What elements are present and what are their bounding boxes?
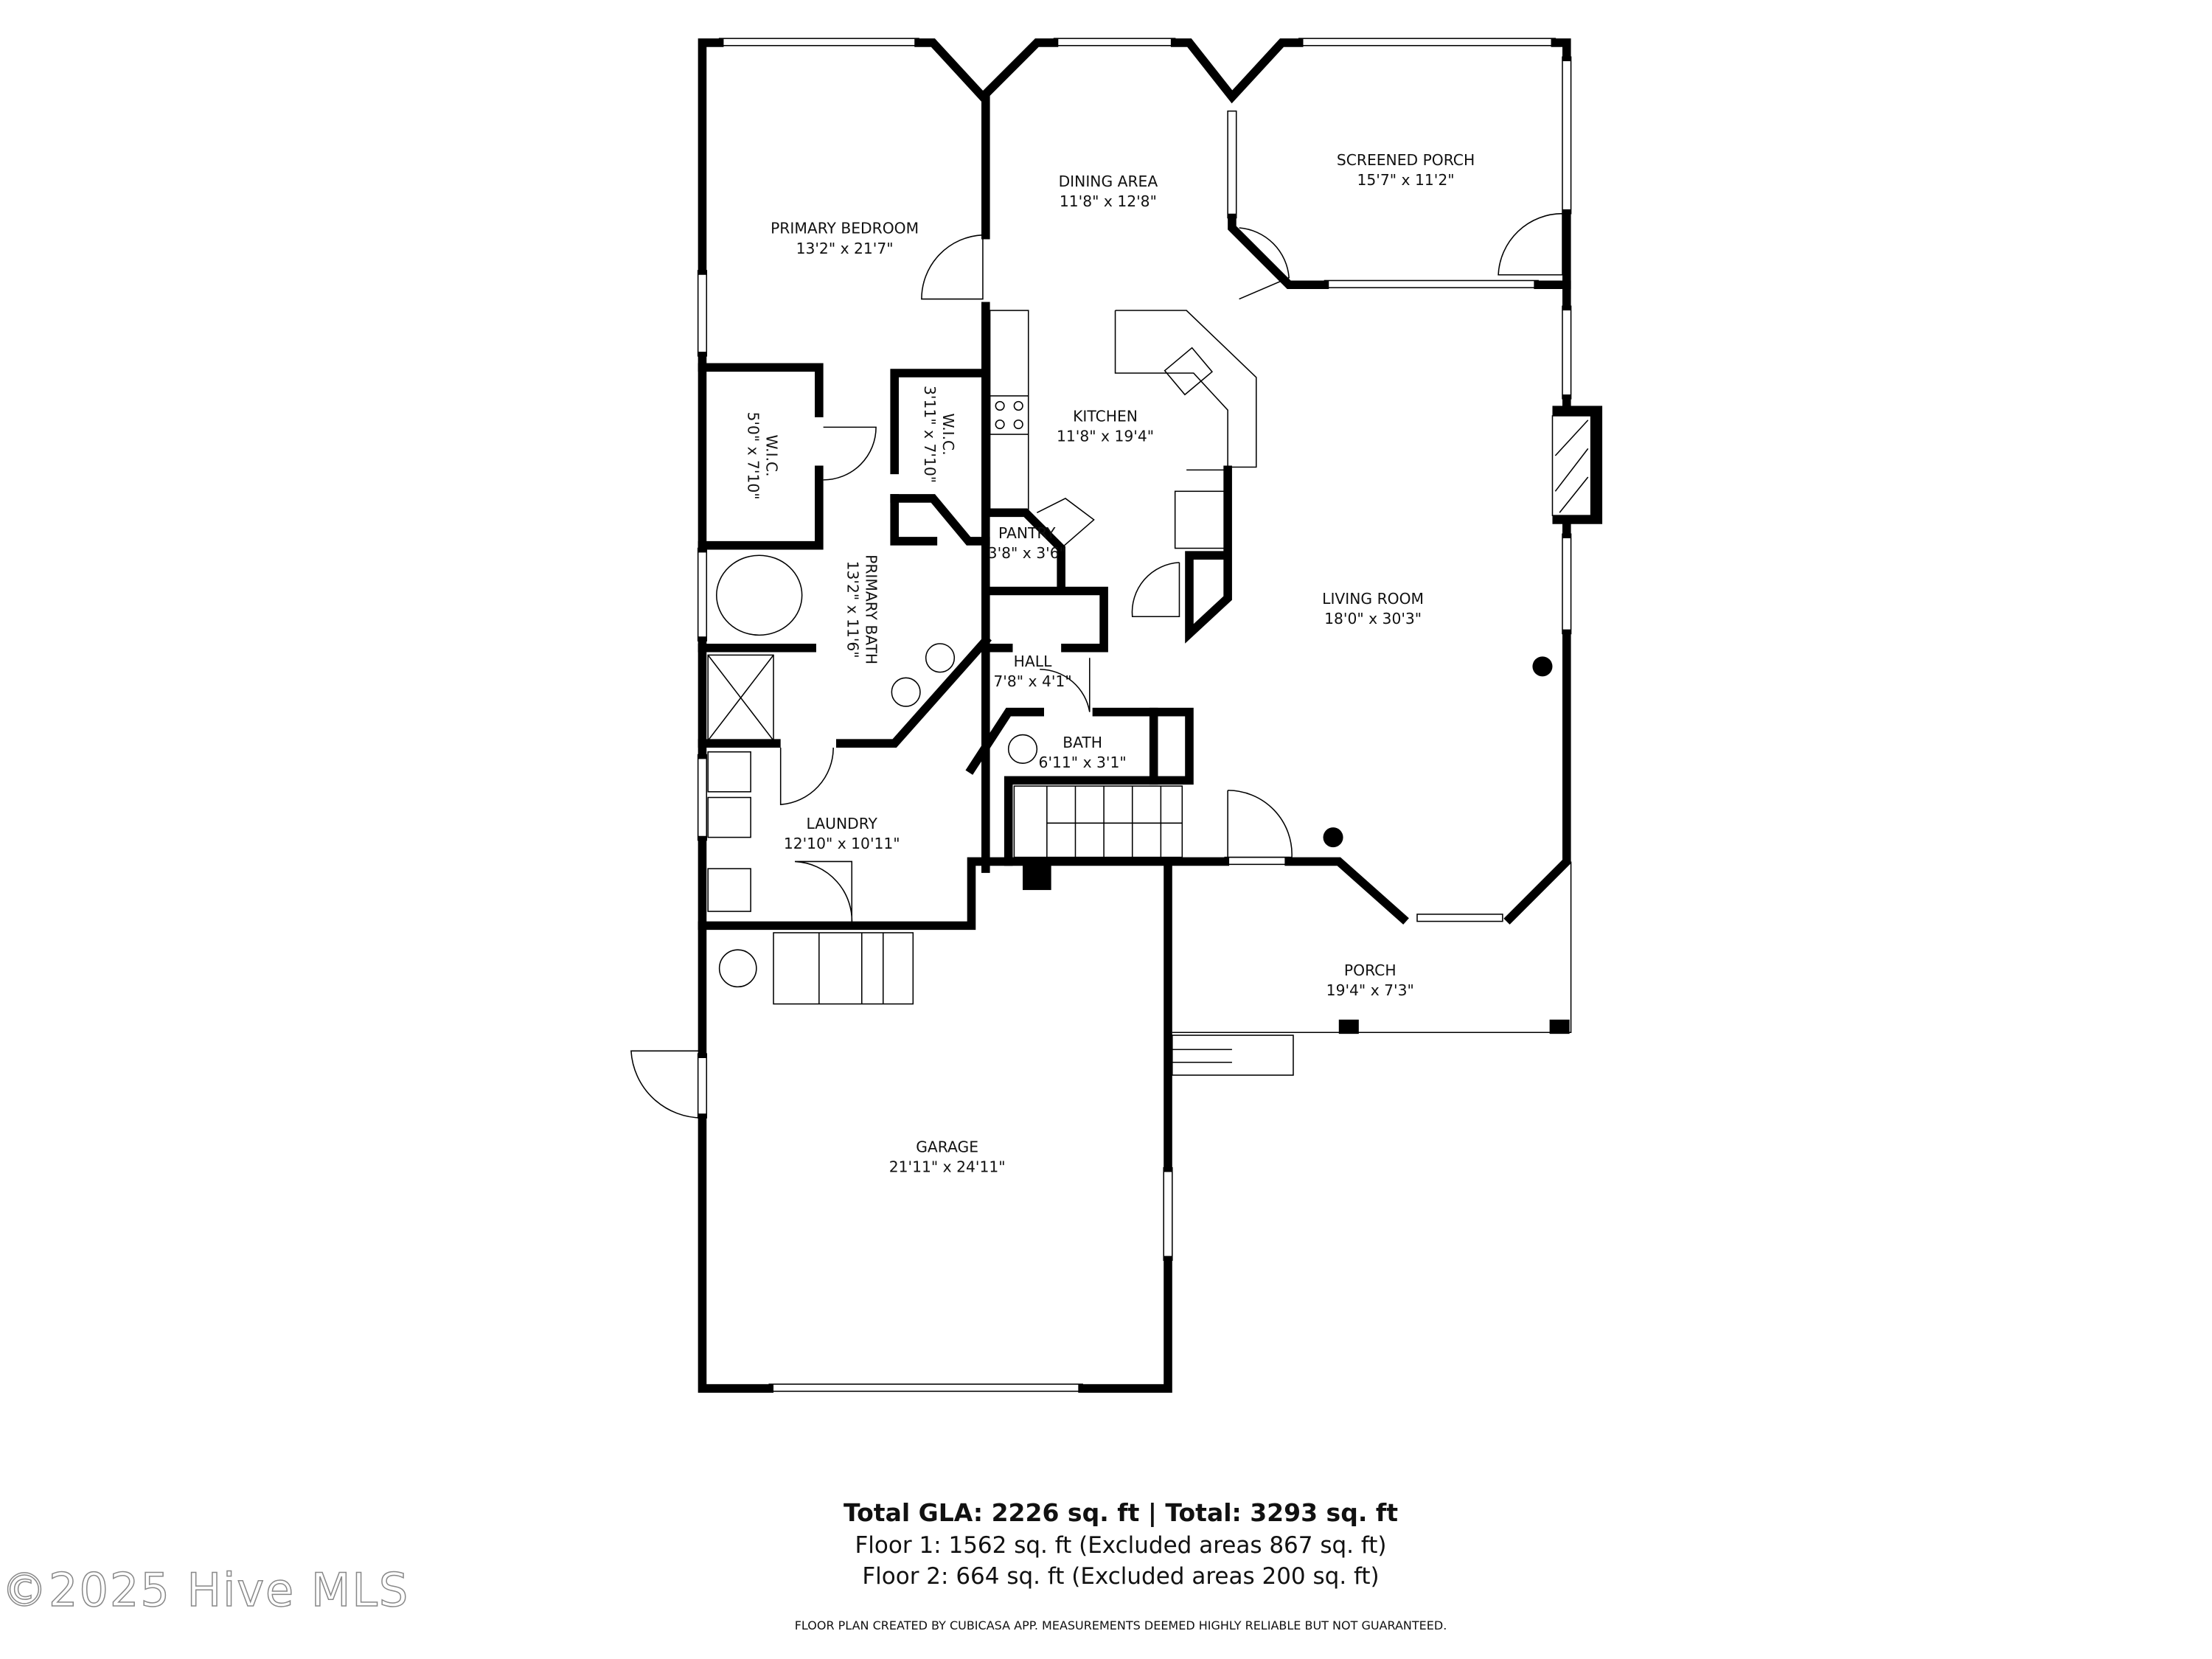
room-dims-living-room: 18'0" x 30'3" <box>1324 610 1422 627</box>
room-name-screened-porch: SCREENED PORCH <box>1337 151 1475 169</box>
garage-post <box>1023 861 1051 891</box>
room-dims-porch: 19'4" x 7'3" <box>1326 981 1414 999</box>
room-name-porch: PORCH <box>1344 961 1397 979</box>
walls <box>698 38 1571 1393</box>
floor-2-area: Floor 2: 664 sq. ft (Excluded areas 200 … <box>862 1563 1380 1590</box>
room-dims-garage: 21'11" x 24'11" <box>889 1158 1006 1175</box>
room-name-pantry: PANTRY <box>998 524 1056 542</box>
floor-1-area: Floor 1: 1562 sq. ft (Excluded areas 867… <box>855 1532 1387 1559</box>
room-name-garage: GARAGE <box>916 1138 978 1155</box>
room-dims-hall: 7'8" x 4'1" <box>993 672 1071 690</box>
room-dims-primary-bedroom: 13'2" x 21'7" <box>796 240 894 257</box>
porch-post <box>1338 1019 1359 1034</box>
column <box>1323 827 1343 848</box>
room-dims-primary-bath: 13'2" x 11'6" <box>844 561 861 658</box>
room-dims-dining-area: 11'8" x 12'8" <box>1060 192 1157 210</box>
total-area: Total GLA: 2226 sq. ft | Total: 3293 sq.… <box>844 1498 1398 1527</box>
room-dims-bath: 6'11" x 3'1" <box>1039 754 1127 771</box>
room-name-primary-bedroom: PRIMARY BEDROOM <box>771 220 919 237</box>
doors <box>630 212 1563 1119</box>
room-name-hall: HALL <box>1014 653 1052 670</box>
room-dims-kitchen: 11'8" x 19'4" <box>1057 428 1154 445</box>
windows <box>697 38 1572 1392</box>
room-name-bath: BATH <box>1062 734 1102 751</box>
room-dims-wic-2: 3'11" x 7'10" <box>921 386 939 483</box>
room-name-wic-2: W.I.C. <box>939 413 957 455</box>
room-name-wic-1: W.I.C. <box>762 434 780 476</box>
column <box>1532 656 1553 677</box>
porch-outline <box>1172 861 1572 1076</box>
kitchen-counters <box>989 310 1257 549</box>
room-dims-screened-porch: 15'7" x 11'2" <box>1357 171 1455 189</box>
watermark: ©2025 Hive MLS <box>1 1562 410 1618</box>
room-name-laundry: LAUNDRY <box>807 815 878 832</box>
room-name-dining-area: DINING AREA <box>1059 173 1158 190</box>
stairs <box>718 785 1183 1005</box>
room-dims-pantry: 3'8" x 3'6" <box>988 544 1066 562</box>
bath-fixtures <box>707 554 1038 912</box>
room-dims-laundry: 12'10" x 10'11" <box>784 835 900 852</box>
room-name-living-room: LIVING ROOM <box>1322 590 1424 608</box>
porch-post <box>1549 1019 1570 1034</box>
room-name-primary-bath: PRIMARY BATH <box>863 554 880 664</box>
room-dims-wic-1: 5'0" x 7'10" <box>744 411 762 499</box>
fireplace <box>1551 406 1603 524</box>
disclaimer: FLOOR PLAN CREATED BY CUBICASA APP. MEAS… <box>794 1618 1447 1632</box>
room-name-kitchen: KITCHEN <box>1073 408 1138 425</box>
room-labels: PRIMARY BEDROOM 13'2" x 21'7" DINING ARE… <box>744 151 1475 1175</box>
